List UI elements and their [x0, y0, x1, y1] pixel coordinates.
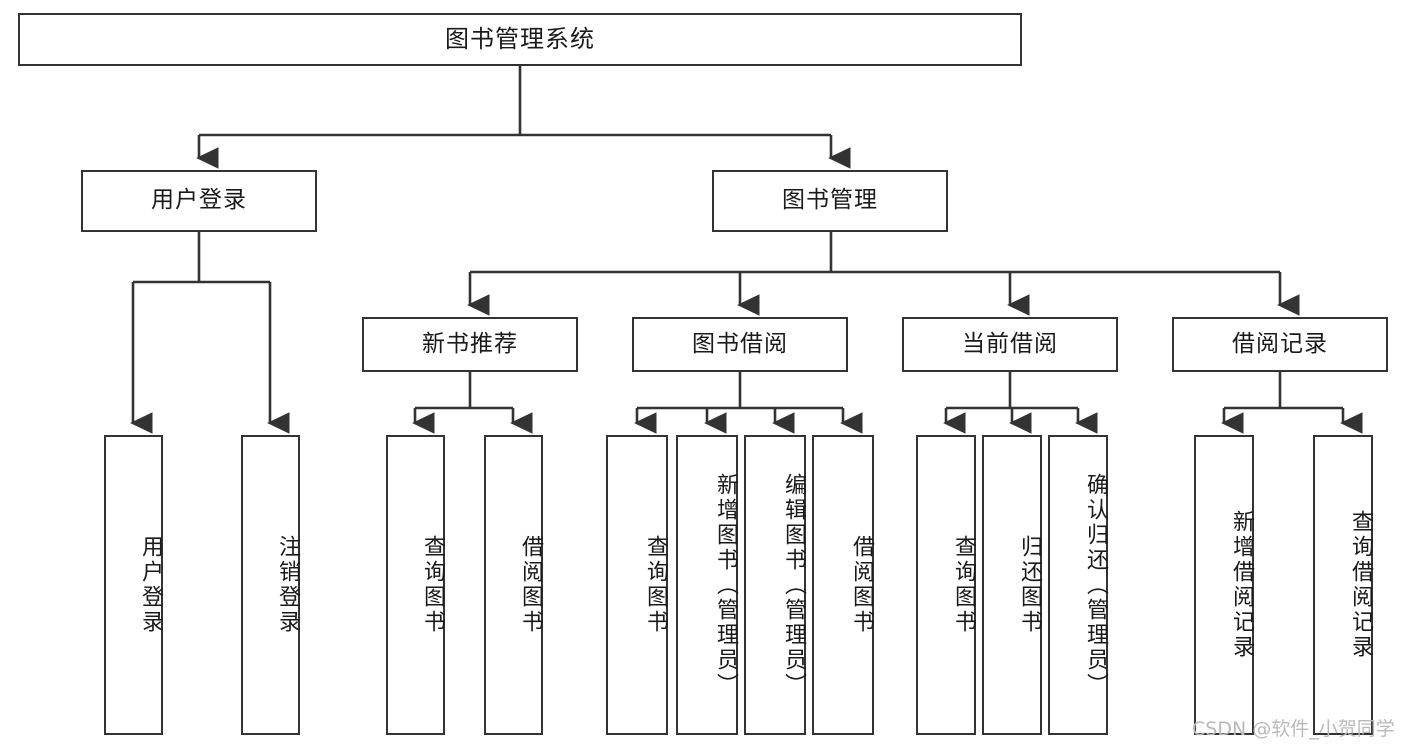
- node-current-borrow-label: 当前借阅: [962, 330, 1058, 357]
- node-leaf-label: 确认归还（管理员）: [1083, 472, 1108, 698]
- node-leaf-label: 查询图书: [643, 535, 668, 635]
- node-book-borrow-label: 图书借阅: [692, 330, 788, 357]
- node-leaf-return-book[interactable]: 归还图书: [982, 435, 1042, 735]
- node-current-borrow[interactable]: 当前借阅: [902, 317, 1118, 372]
- node-leaf-add-borrow-record[interactable]: 新增借阅记录: [1194, 435, 1254, 735]
- node-leaf-logout[interactable]: 注销登录: [241, 435, 300, 735]
- node-borrow-records[interactable]: 借阅记录: [1172, 317, 1388, 372]
- node-leaf-label: 新增图书（管理员）: [713, 472, 738, 698]
- node-leaf-label: 查询图书: [951, 535, 976, 635]
- node-new-book-recommend-label: 新书推荐: [422, 330, 518, 357]
- node-root-label: 图书管理系统: [445, 25, 595, 54]
- node-book-management-label: 图书管理: [782, 187, 878, 214]
- node-book-borrow[interactable]: 图书借阅: [632, 317, 848, 372]
- node-leaf-label: 注销登录: [275, 535, 300, 635]
- node-leaf-borrow-book[interactable]: 借阅图书: [812, 435, 874, 735]
- node-leaf-label: 编辑图书（管理员）: [781, 472, 806, 698]
- node-leaf-user-login[interactable]: 用户登录: [104, 435, 163, 735]
- node-user-login-label: 用户登录: [151, 187, 247, 214]
- node-leaf-label: 归还图书: [1017, 535, 1042, 635]
- node-leaf-confirm-return-admin[interactable]: 确认归还（管理员）: [1048, 435, 1108, 735]
- node-leaf-query-borrow-record[interactable]: 查询借阅记录: [1313, 435, 1373, 735]
- node-borrow-records-label: 借阅记录: [1232, 330, 1328, 357]
- node-leaf-label: 查询借阅记录: [1348, 510, 1373, 660]
- node-leaf-label: 新增借阅记录: [1229, 510, 1254, 660]
- node-user-login[interactable]: 用户登录: [81, 170, 317, 232]
- node-leaf-label: 借阅图书: [518, 535, 543, 635]
- node-leaf-add-book-admin[interactable]: 新增图书（管理员）: [676, 435, 738, 735]
- node-leaf-label: 用户登录: [138, 535, 163, 635]
- node-new-book-recommend[interactable]: 新书推荐: [362, 317, 578, 372]
- node-leaf-edit-book-admin[interactable]: 编辑图书（管理员）: [744, 435, 806, 735]
- node-leaf-borrow-book-newbook[interactable]: 借阅图书: [484, 435, 543, 735]
- node-root-system[interactable]: 图书管理系统: [18, 13, 1022, 66]
- node-leaf-query-book-newbook[interactable]: 查询图书: [386, 435, 445, 735]
- node-book-management[interactable]: 图书管理: [712, 170, 948, 232]
- node-leaf-label: 查询图书: [420, 535, 445, 635]
- watermark-text: CSDN @软件_小贺同学: [1192, 718, 1395, 740]
- node-leaf-query-book-current[interactable]: 查询图书: [916, 435, 976, 735]
- node-leaf-label: 借阅图书: [849, 535, 874, 635]
- node-leaf-query-book-borrow[interactable]: 查询图书: [606, 435, 668, 735]
